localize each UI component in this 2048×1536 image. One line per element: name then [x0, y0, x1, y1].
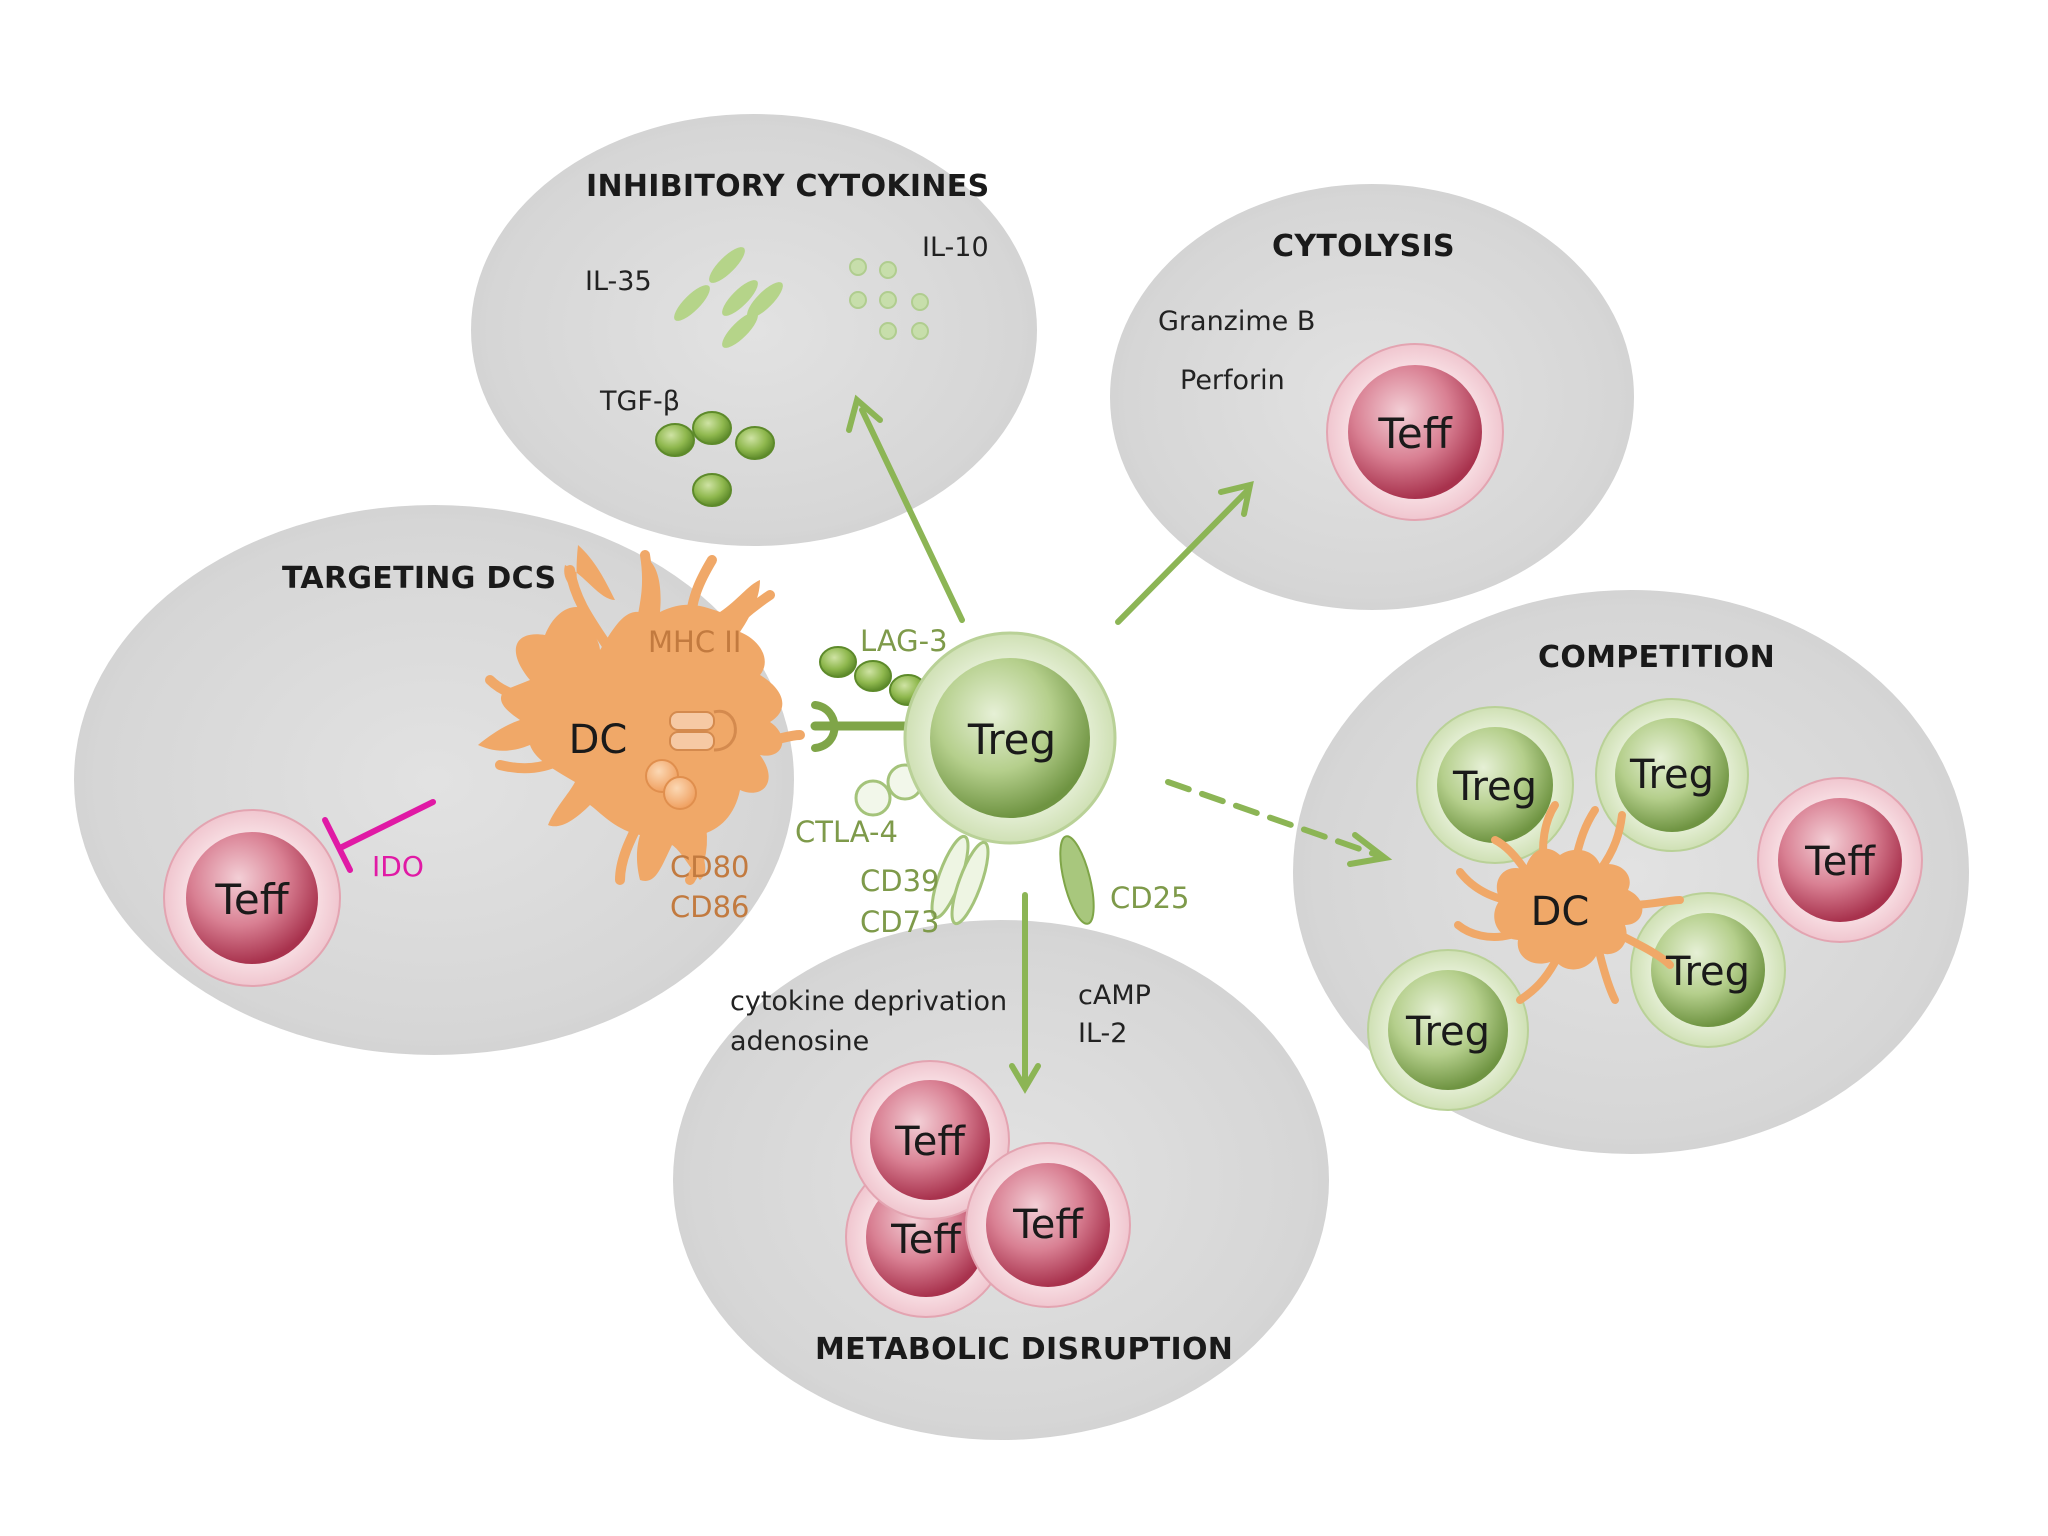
cd80-label: CD80 — [670, 850, 750, 884]
inhibitory-cytokines-title: INHIBITORY CYTOKINES — [586, 169, 990, 204]
perforin-label: Perforin — [1180, 365, 1285, 396]
competition-teff-label: Teff — [1805, 839, 1875, 885]
arrows — [846, 394, 1393, 1094]
cd39-cd73-receptors — [930, 834, 990, 926]
competition-treg-top-right-label: Treg — [1629, 752, 1715, 798]
competition-dc-label: DC — [1530, 889, 1590, 935]
dc-dendrites — [485, 550, 805, 885]
arrow-to-cytolysis — [1115, 487, 1251, 625]
competition-treg-bottom-left — [1367, 949, 1529, 1111]
dc-label: DC — [568, 717, 628, 763]
cd73-label: CD73 — [860, 905, 940, 939]
metabolic-teff-top — [850, 1060, 1010, 1220]
arrowhead-cytolysis — [1218, 480, 1254, 517]
il10-particles — [849, 258, 929, 340]
tgfb-particles — [655, 411, 775, 507]
ido-label: IDO — [372, 850, 424, 883]
competition-treg-bottom-left-label: Treg — [1405, 1009, 1491, 1055]
arrow-to-competition — [1165, 779, 1383, 859]
cytokine-deprivation-label: cytokine deprivation — [730, 986, 1008, 1017]
lag3-receptor — [819, 646, 927, 706]
competition-dc-cell — [1454, 801, 1684, 1004]
mhc-ii-label: MHC II — [648, 625, 742, 659]
cd86-label: CD86 — [670, 890, 750, 924]
competition-treg-top-left-label: Treg — [1452, 764, 1538, 810]
cytolysis-teff-label: Teff — [1378, 409, 1452, 458]
ctla4-receptor — [854, 763, 924, 817]
cytolysis-title: CYTOLYSIS — [1272, 229, 1455, 264]
il35-label: IL-35 — [585, 266, 652, 297]
metabolic-teff-right-label: Teff — [1013, 1202, 1083, 1248]
il10-label: IL-10 — [922, 232, 989, 263]
targeting-teff-cell — [163, 809, 341, 987]
mhc-ii-receptor — [669, 709, 737, 752]
camp-label: cAMP — [1078, 980, 1151, 1011]
targeting-dcs-title: TARGETING DCS — [282, 561, 557, 596]
cytolysis-teff-cell — [1326, 343, 1504, 521]
cd39-label: CD39 — [860, 864, 940, 898]
metabolic-teff-top-label: Teff — [895, 1119, 965, 1165]
adenosine-label: adenosine — [730, 1026, 870, 1057]
cd25-label: CD25 — [1110, 881, 1190, 915]
dc-cell-shape — [478, 545, 783, 881]
granzime-label: Granzime B — [1158, 306, 1316, 337]
center-treg-label: Treg — [967, 715, 1057, 764]
metabolic-disruption-title: METABOLIC DISRUPTION — [815, 1332, 1234, 1367]
cd25-receptor — [1059, 835, 1095, 925]
metabolic-teff-right — [965, 1142, 1131, 1308]
competition-treg-right-label: Treg — [1665, 949, 1751, 995]
cd80-cd86-receptors — [645, 759, 697, 810]
competition-treg-top-right — [1595, 698, 1749, 852]
metabolic-teff-left-label: Teff — [891, 1217, 961, 1263]
competition-treg-right — [1630, 892, 1786, 1048]
center-treg-cell — [903, 631, 1117, 845]
il35-particles — [674, 247, 783, 348]
competition-treg-top-left — [1416, 706, 1574, 864]
competition-title: COMPETITION — [1538, 640, 1776, 675]
competition-teff — [1757, 777, 1923, 943]
inhibitory-cytokines-panel — [471, 114, 1037, 546]
ido-inhibition — [322, 799, 436, 873]
tgfb-label: TGF-β — [600, 386, 680, 417]
lag3-label: LAG-3 — [860, 624, 948, 658]
arrowhead-cytokines — [846, 394, 883, 433]
il2-label: IL-2 — [1078, 1018, 1128, 1049]
arrowhead-metabolic — [1009, 1063, 1041, 1094]
arrow-to-cytokines — [859, 407, 965, 623]
arrowhead-competition — [1347, 832, 1393, 867]
ctla4-label: CTLA-4 — [795, 815, 898, 849]
targeting-teff-label: Teff — [215, 875, 289, 924]
